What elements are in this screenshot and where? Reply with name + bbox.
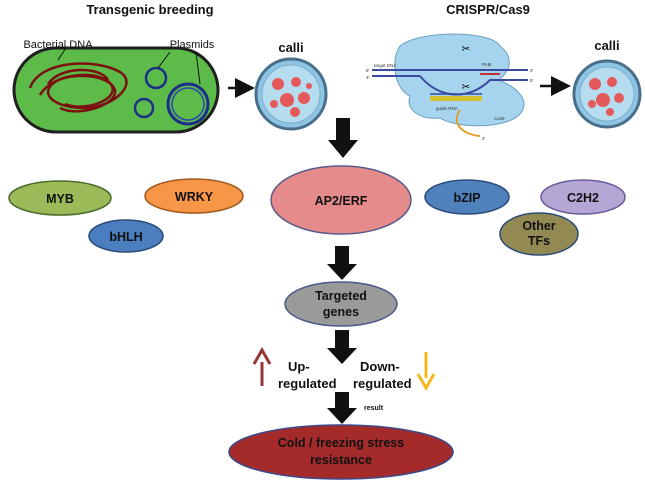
cas9-label: Cas9 (494, 116, 505, 121)
bacterial-dna-label: Bacterial DNA (23, 39, 93, 51)
block-arrow-to-targets (327, 246, 357, 280)
svg-text:Cold / freezing stress: Cold / freezing stress (278, 436, 404, 450)
tf-bhlh: bHLH (88, 219, 164, 253)
pam-label: PAM (482, 62, 492, 67)
end-5-top: 5' (366, 68, 370, 73)
svg-text:bZIP: bZIP (453, 191, 480, 205)
up-regulated-line1: Up- (288, 359, 310, 374)
right-calli-dish (572, 59, 642, 129)
bacterium (12, 46, 220, 134)
guide-rna-label: guide RNA (436, 106, 458, 111)
bacterial-dna-loops (28, 62, 128, 113)
svg-text:Targeted: Targeted (315, 289, 367, 303)
plasmid-tiny (133, 97, 155, 119)
svg-text:MYB: MYB (46, 192, 74, 206)
tf-other: Other TFs (499, 212, 579, 256)
svg-text:genes: genes (323, 305, 359, 319)
left-calli-dish (254, 57, 328, 131)
cas9-complex: ✂ ✂ (372, 33, 528, 137)
tf-myb: MYB (8, 180, 112, 216)
transgenic-title: Transgenic breeding (86, 2, 213, 17)
plasmid-small (144, 66, 168, 90)
tf-wrky: WRKY (144, 178, 244, 214)
block-arrow-to-tfs (328, 118, 358, 158)
end-3-bottom: 3' (366, 75, 370, 80)
svg-text:TFs: TFs (528, 234, 550, 248)
right-calli-label: calli (594, 38, 619, 53)
svg-text:AP2/ERF: AP2/ERF (315, 194, 368, 208)
end-3-rna: 3' (482, 136, 486, 141)
block-arrow-to-outcome (327, 392, 357, 424)
tf-c2h2: C2H2 (540, 179, 626, 215)
down-regulated-line2: regulated (353, 376, 412, 391)
end-3-top: 3' (530, 68, 534, 73)
result-label: result (364, 405, 384, 412)
svg-text:bHLH: bHLH (109, 230, 142, 244)
up-regulated-line2: regulated (278, 376, 337, 391)
down-arrow-icon (416, 352, 436, 392)
targeted-genes: Targeted genes (284, 281, 398, 327)
svg-text:resistance: resistance (310, 453, 372, 467)
outcome-cold-resistance: Cold / freezing stress resistance (228, 424, 454, 480)
scissors-icon-bottom: ✂ (462, 82, 470, 93)
tf-bzip: bZIP (424, 179, 510, 215)
block-arrow-to-regulation (327, 330, 357, 364)
crispr-title: CRISPR/Cas9 (446, 2, 530, 17)
svg-text:C2H2: C2H2 (567, 191, 599, 205)
svg-text:Other: Other (522, 219, 555, 233)
tf-ap2erf: AP2/ERF (270, 165, 412, 235)
svg-text:WRKY: WRKY (175, 190, 214, 204)
scissors-icon-top: ✂ (462, 44, 470, 55)
plasmid-large (166, 82, 210, 126)
left-calli-label: calli (278, 40, 303, 55)
plasmids-label: Plasmids (170, 39, 215, 51)
target-dna-label: target DNA (374, 63, 396, 68)
up-arrow-icon (252, 346, 272, 386)
end-5-bottom: 5' (530, 78, 534, 83)
down-regulated-line1: Down- (360, 359, 400, 374)
